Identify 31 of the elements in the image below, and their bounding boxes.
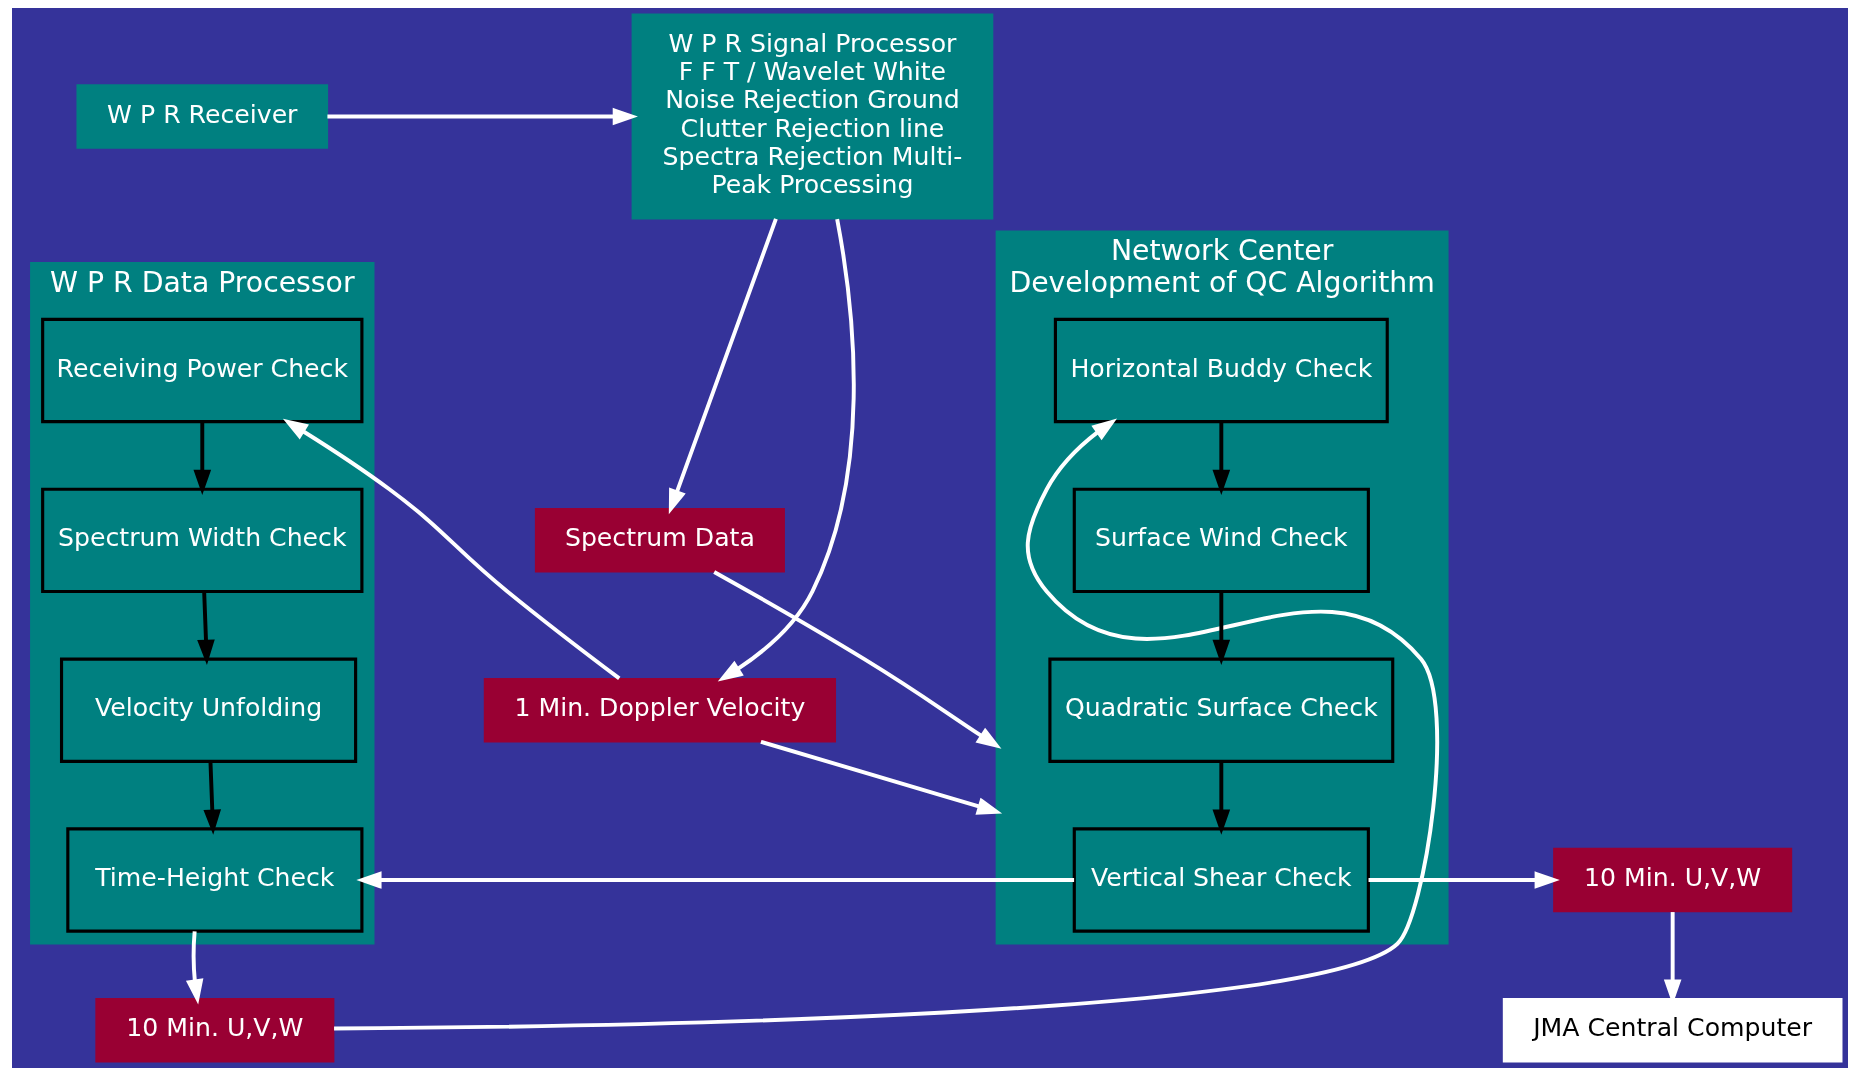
node-box: W P R Receiver	[75, 84, 328, 149]
node-box: Surface Wind Check	[1072, 487, 1370, 594]
arrow	[333, 418, 1439, 1031]
node-box: 10 Min. U,V,W	[1552, 847, 1792, 913]
node-box: JMA Central Computer	[1502, 998, 1842, 1063]
arrow	[202, 761, 221, 835]
arrow	[1212, 591, 1230, 665]
arrow	[1368, 871, 1560, 889]
node-box: Horizontal Buddy Check	[1053, 317, 1389, 424]
node-box: Quadratic Surface Check	[1047, 657, 1394, 763]
arrow	[712, 570, 1001, 749]
node-box: Vertical Shear Check	[1072, 827, 1370, 933]
node-box: Receiving Power Check	[40, 317, 363, 424]
arrow	[668, 218, 778, 515]
node-box: 1 Min. Doppler Velocity	[483, 677, 836, 743]
node-box: Time-Height Check	[65, 827, 363, 933]
arrow	[196, 591, 215, 665]
arrow	[355, 871, 1074, 889]
arrow	[759, 739, 1002, 815]
arrow	[185, 931, 203, 1005]
arrow	[192, 421, 211, 496]
arrow	[282, 418, 620, 680]
arrow	[717, 218, 856, 682]
arrow	[1212, 761, 1230, 835]
node-box: Velocity Unfolding	[59, 657, 357, 763]
node-box: 10 Min. U,V,W	[94, 998, 334, 1063]
arrow	[326, 107, 638, 126]
arrow	[1212, 421, 1230, 496]
node-box: W P R Signal Processor F F T / Wavelet White Noise Rejection Ground Clutter Rejection line Spectra Rejection Multi-Peak Processing	[631, 13, 993, 220]
node-box: Spectrum Data	[534, 508, 785, 573]
node-box: Spectrum Width Check	[40, 487, 363, 594]
